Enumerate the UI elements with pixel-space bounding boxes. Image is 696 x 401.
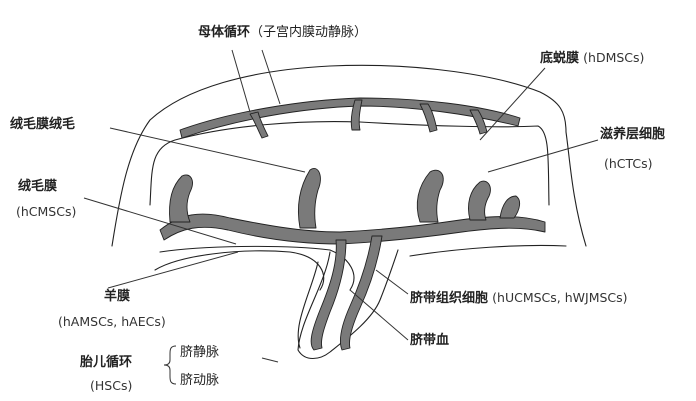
- label-umbilical-tissue: 脐带组织细胞 (hUCMSCs, hWJMSCs): [410, 290, 628, 306]
- intervillous-space-outline: [149, 121, 550, 206]
- leader-amnion: [107, 251, 239, 289]
- amnion-right-outline: [409, 244, 567, 257]
- leader-trophoblast: [487, 139, 599, 173]
- umbilical-vein-vessel: [310, 239, 347, 351]
- umbilical-cord-inner-outline: [297, 261, 319, 349]
- label-cord-blood: 脐带血: [410, 333, 450, 348]
- label-fetal-circulation-title: 胎儿循环: [80, 355, 133, 370]
- label-chorionic-villi: 绒毛膜绒毛: [10, 117, 76, 132]
- villus-right: [468, 180, 491, 221]
- leader-maternal: [231, 49, 251, 113]
- umbilical-cord-outline: [297, 249, 399, 360]
- label-trophoblast-detail: (hCTCs): [604, 156, 653, 171]
- decidua-title: 底蜕膜: [540, 51, 580, 66]
- label-amnion-title: 羊膜: [104, 289, 131, 304]
- chorionic-villi-network: [159, 213, 546, 245]
- villus-center-left: [298, 168, 321, 229]
- amnion-outline: [154, 250, 325, 291]
- leader-cord-blood: [349, 289, 409, 341]
- maternal-vessel-branch: [419, 103, 438, 133]
- leader-umbilical-tissue: [375, 269, 409, 295]
- label-decidua: 底蜕膜 (hDMSCs): [540, 50, 645, 66]
- umbilical-tissue-title: 脐带组织细胞: [410, 291, 489, 306]
- uterine-wall-outline: [111, 64, 587, 247]
- fetal-circulation-brace: [163, 345, 177, 385]
- label-maternal-circulation: 母体循环（子宫内膜动静脉）: [198, 26, 367, 39]
- maternal-circulation-detail: （子宫内膜动静脉）: [250, 25, 368, 40]
- label-chorion-detail: (hCMSCs): [16, 204, 77, 219]
- label-umbilical-vein: 脐静脉: [180, 345, 220, 360]
- villus-left: [169, 174, 193, 223]
- villus-center-right: [416, 169, 444, 223]
- villus-far-right: [499, 195, 521, 219]
- leader-chorion: [83, 197, 237, 245]
- leader-fetal: [261, 357, 279, 363]
- umbilical-artery-vessel: [339, 235, 383, 351]
- maternal-vessel-branch: [249, 111, 269, 139]
- chorionic-plate-outline: [159, 245, 355, 291]
- label-umbilical-artery: 脐动脉: [180, 373, 220, 388]
- label-trophoblast-title: 滋养层细胞: [600, 127, 666, 142]
- maternal-vessel-branch: [350, 99, 363, 131]
- label-fetal-circulation-detail: (HSCs): [90, 378, 133, 393]
- leader-maternal-2: [261, 49, 281, 105]
- decidua-detail: (hDMSCs): [583, 50, 645, 65]
- leader-decidua: [479, 67, 546, 141]
- leader-villi: [109, 127, 306, 173]
- maternal-circulation-title: 母体循环: [198, 25, 251, 40]
- label-amnion-detail: (hAMSCs, hAECs): [58, 314, 166, 329]
- maternal-vessel-band: [179, 97, 521, 139]
- umbilical-tissue-detail: (hUCMSCs, hWJMSCs): [492, 290, 628, 305]
- label-chorion-title: 绒毛膜: [18, 179, 58, 194]
